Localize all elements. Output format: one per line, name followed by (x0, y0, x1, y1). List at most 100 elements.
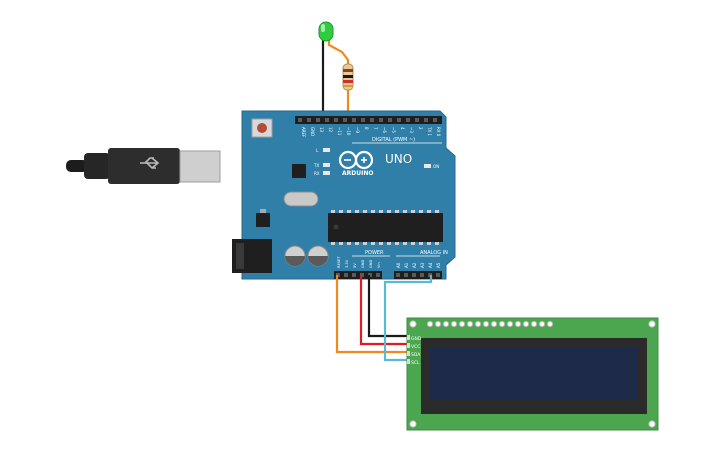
usb-cable[interactable] (66, 148, 221, 184)
chip-pin (387, 242, 391, 245)
digital-pin-label: ~3 (409, 127, 414, 133)
wire-vcc-red[interactable] (359, 275, 410, 346)
digital-pin-socket[interactable] (361, 118, 365, 122)
digital-pin-socket[interactable] (334, 118, 338, 122)
digital-pin-label: ~11 (337, 127, 342, 136)
green-led[interactable] (318, 21, 334, 42)
lcd-top-pad (482, 320, 490, 328)
chip-pin (371, 210, 375, 213)
digital-pin-label: ~5 (391, 127, 396, 133)
digital-pin-label: 4 (400, 127, 405, 130)
lcd-pin-pad[interactable] (407, 335, 410, 340)
digital-pin-socket[interactable] (415, 118, 419, 122)
digital-pin-socket[interactable] (307, 118, 311, 122)
model-label: UNO (385, 152, 412, 166)
chip-pin (411, 242, 415, 245)
chip-pin (379, 242, 383, 245)
power-pin-label: GND (361, 260, 365, 268)
chip-pin (387, 210, 391, 213)
chip-pin (363, 242, 367, 245)
chip-pin (363, 210, 367, 213)
lcd-top-pad (522, 320, 530, 328)
wire-gnd-black[interactable] (367, 275, 410, 338)
wire-scl-cyan[interactable] (383, 275, 433, 362)
analog-pin-socket[interactable] (412, 273, 416, 277)
lcd-pin-label: VCC (411, 344, 420, 350)
chip-pin (379, 210, 383, 213)
digital-pin-socket[interactable] (316, 118, 320, 122)
led-highlight (321, 24, 325, 32)
digital-pin-socket[interactable] (397, 118, 401, 122)
wire-5v-orange[interactable] (335, 275, 410, 354)
digital-pin-socket[interactable] (298, 118, 302, 122)
power-pin-label: GND (369, 260, 373, 268)
lcd-mount-hole-tr (648, 320, 656, 328)
digital-pin-socket[interactable] (379, 118, 383, 122)
digital-pin-socket[interactable] (343, 118, 347, 122)
chip-pin (347, 210, 351, 213)
power-pin-label: Vin (377, 262, 381, 268)
lcd-top-pad (442, 320, 450, 328)
chip-pin (411, 210, 415, 213)
power-pin-label: 3.3V (345, 259, 349, 268)
resistor-band-1 (343, 69, 353, 72)
digital-pin-socket[interactable] (388, 118, 392, 122)
lcd-pin-pad[interactable] (407, 359, 410, 364)
power-pin-socket[interactable] (344, 273, 348, 277)
analog-pin-socket[interactable] (396, 273, 400, 277)
resistor-band-4 (343, 85, 353, 87)
digital-pin-socket[interactable] (424, 118, 428, 122)
usb-cable-strain-relief (84, 153, 110, 179)
analog-pin-label: A0 (396, 262, 401, 268)
digital-pin-label: GND (310, 127, 315, 136)
chip-pin (331, 210, 335, 213)
voltage-regulator (256, 213, 270, 227)
chip-pin (403, 242, 407, 245)
analog-pin-socket[interactable] (420, 273, 424, 277)
resistor[interactable] (342, 63, 354, 91)
capacitor-1-mark (285, 256, 305, 266)
chip-pin (355, 242, 359, 245)
analog-header-label: ANALOG IN (420, 250, 448, 256)
power-pin-socket[interactable] (376, 273, 380, 277)
analog-pin-socket[interactable] (404, 273, 408, 277)
lcd-top-pad (434, 320, 442, 328)
chip-pin (403, 210, 407, 213)
power-pin-label: RESET (337, 256, 341, 268)
chip-pin (435, 210, 439, 213)
lcd-mount-hole-tl (409, 320, 417, 328)
digital-pin-socket[interactable] (352, 118, 356, 122)
chip-pin (355, 210, 359, 213)
analog-pin-label: A4 (428, 262, 433, 268)
chip-pin (371, 242, 375, 245)
usb-icon (140, 157, 160, 169)
analog-header[interactable] (394, 271, 442, 279)
digital-pin-label: 7 (373, 127, 378, 130)
analog-pin-label: A3 (420, 262, 425, 268)
digital-pin-socket[interactable] (325, 118, 329, 122)
led-on-label: ON (433, 164, 439, 169)
resistor-band-2 (343, 75, 353, 78)
digital-pin-label: 2 (418, 127, 423, 130)
chip-pin (339, 210, 343, 213)
analog-pin-socket[interactable] (436, 273, 440, 277)
reset-button-cap (257, 123, 267, 133)
digital-header[interactable] (295, 116, 442, 124)
lcd-top-pad (426, 320, 434, 328)
lcd-pin-pad[interactable] (407, 351, 410, 356)
lcd-top-pad (514, 320, 522, 328)
power-header[interactable] (334, 271, 382, 279)
chip-pin (419, 210, 423, 213)
digital-pin-socket[interactable] (433, 118, 437, 122)
lcd-top-pad (458, 320, 466, 328)
lcd-top-pad (450, 320, 458, 328)
lcd-screen (430, 347, 638, 400)
lcd-pin-pad[interactable] (407, 343, 410, 348)
capacitor-2-mark (308, 256, 328, 266)
power-pin-socket[interactable] (352, 273, 356, 277)
digital-pin-socket[interactable] (406, 118, 410, 122)
digital-pin-socket[interactable] (370, 118, 374, 122)
